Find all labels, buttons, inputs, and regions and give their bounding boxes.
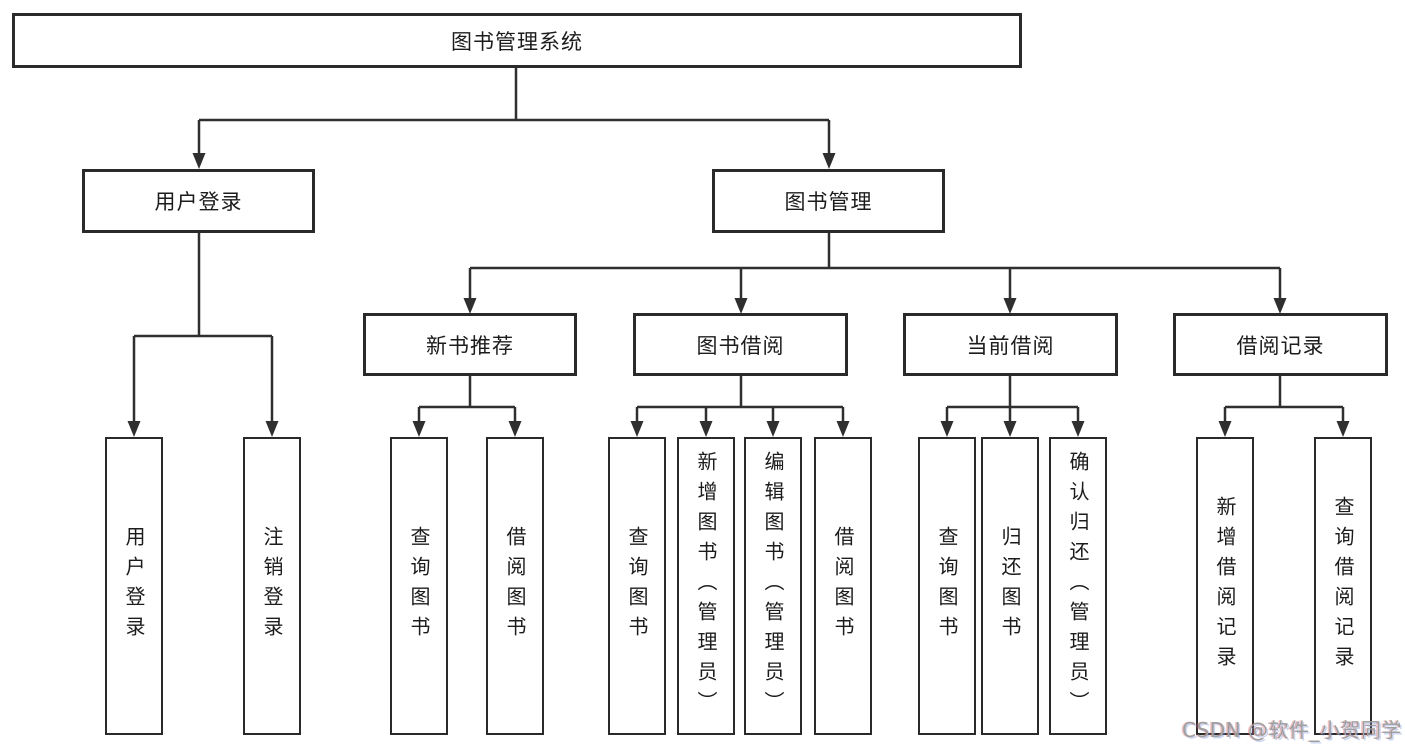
leaf-logout: 注销登录 [243, 437, 301, 735]
leaf-user-login: 用户登录 [105, 437, 163, 735]
arrowheads [127, 153, 1350, 437]
leaf-return-book: 归还图书 [981, 437, 1039, 735]
node-book-borrow: 图书借阅 [633, 313, 848, 376]
leaf-query-book: 查询图书 [918, 437, 976, 735]
node-library-management-system: 图书管理系统 [12, 13, 1022, 68]
leaf-query-book: 查询图书 [390, 437, 448, 735]
leaf-add-borrow-record: 新增借阅记录 [1196, 437, 1254, 735]
leaf-query-book: 查询图书 [608, 437, 666, 735]
leaf-edit-book-admin: 编辑图书（管理员） [744, 437, 802, 735]
leaf-confirm-return-admin: 确认归还（管理员） [1049, 437, 1107, 735]
node-book-management: 图书管理 [712, 169, 945, 233]
node-borrow-records: 借阅记录 [1173, 313, 1388, 376]
node-new-book-recommend: 新书推荐 [363, 313, 577, 376]
leaf-add-book-admin: 新增图书（管理员） [677, 437, 735, 735]
watermark: CSDN @软件_小贺同学 [1182, 718, 1402, 742]
leaf-query-borrow-record: 查询借阅记录 [1314, 437, 1372, 735]
leaf-borrow-book: 借阅图书 [486, 437, 544, 735]
node-user-login: 用户登录 [82, 169, 315, 233]
leaf-borrow-book: 借阅图书 [814, 437, 872, 735]
node-current-borrow: 当前借阅 [903, 313, 1118, 376]
